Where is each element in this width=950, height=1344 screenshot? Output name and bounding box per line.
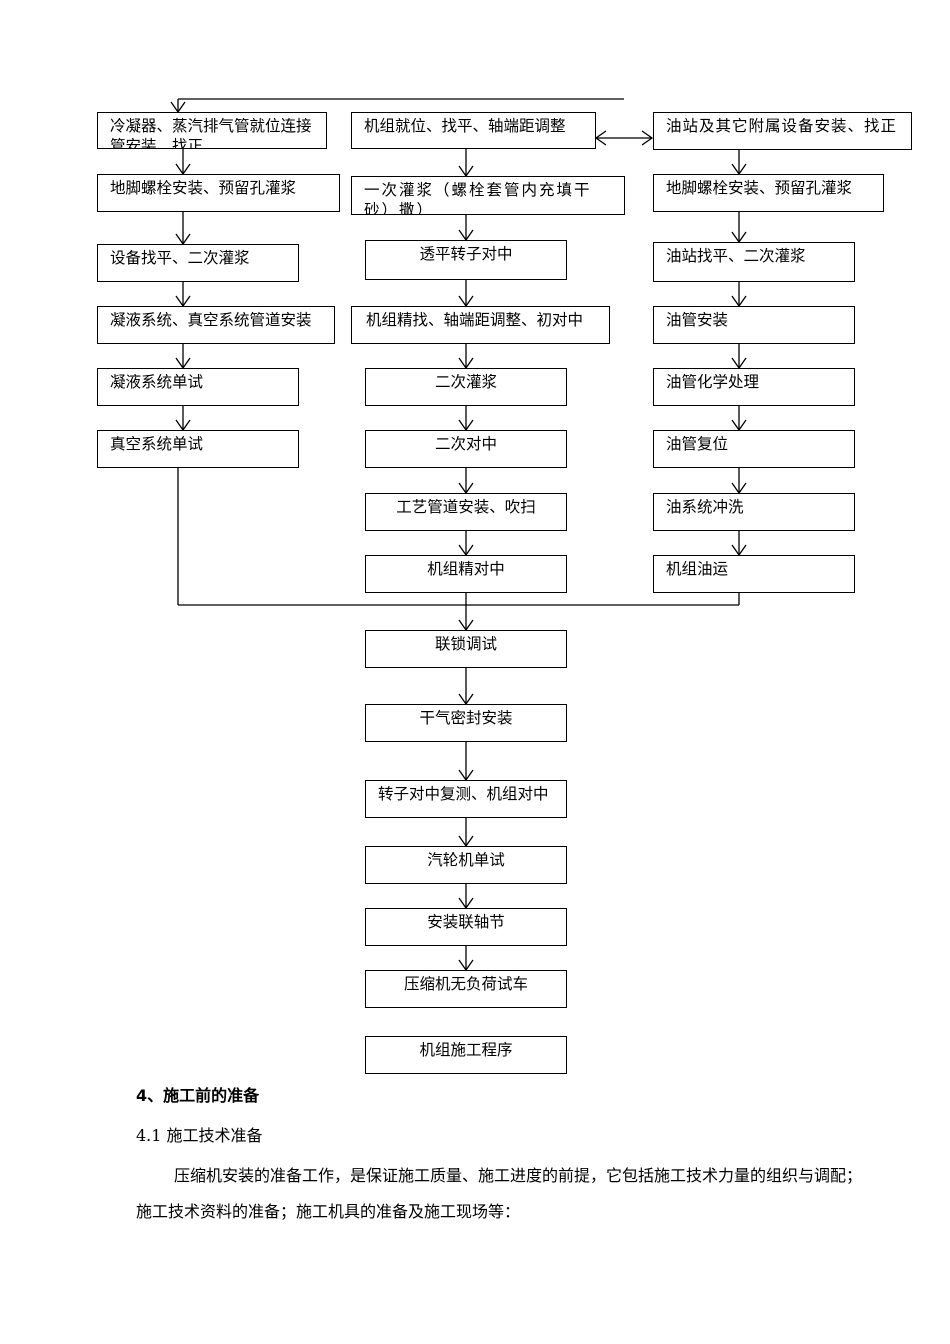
subsection-heading: 4.1 施工技术准备 xyxy=(136,1126,263,1145)
section-heading: 4、施工前的准备 xyxy=(136,1086,260,1105)
step-condensate-vacuum-piping: 凝液系统、真空系统管道安装 xyxy=(97,306,335,344)
step-turbine-rotor-alignment: 透平转子对中 xyxy=(365,240,567,280)
step-label: 冷凝器、蒸汽排气管就位连接管安装、找正 xyxy=(110,117,312,149)
step-condensate-test: 凝液系统单试 xyxy=(97,368,299,406)
step-label: 二次对中 xyxy=(434,435,497,453)
step-oil-station-installation: 油站及其它附属设备安装、找正 xyxy=(653,112,912,150)
step-label: 凝液系统、真空系统管道安装 xyxy=(110,311,312,329)
step-vacuum-test: 真空系统单试 xyxy=(97,430,299,468)
step-right-anchor-bolt: 地脚螺栓安装、预留孔灌浆 xyxy=(653,174,884,212)
step-label: 真空系统单试 xyxy=(110,435,204,453)
step-fine-adjustment: 机组精找、轴端距调整、初对中 xyxy=(351,306,610,344)
step-label: 地脚螺栓安装、预留孔灌浆 xyxy=(666,179,853,197)
step-label: 油管化学处理 xyxy=(666,373,760,391)
step-label: 设备找平、二次灌浆 xyxy=(110,249,250,267)
step-unit-positioning: 机组就位、找平、轴端距调整 xyxy=(351,112,596,149)
step-precision-alignment: 机组精对中 xyxy=(365,555,567,593)
step-no-load-test: 压缩机无负荷试车 xyxy=(365,970,567,1008)
step-label: 油站及其它附属设备安装、找正 xyxy=(666,117,898,135)
step-turbine-test: 汽轮机单试 xyxy=(365,846,567,884)
step-label: 干气密封安装 xyxy=(419,709,513,727)
step-process-piping: 工艺管道安装、吹扫 xyxy=(365,493,567,531)
step-oil-run: 机组油运 xyxy=(653,555,855,593)
step-second-grouting: 二次灌浆 xyxy=(365,368,567,406)
step-oil-station-leveling: 油站找平、二次灌浆 xyxy=(653,242,855,282)
step-label: 油站找平、二次灌浆 xyxy=(666,247,806,265)
step-label: 机组精对中 xyxy=(427,560,505,578)
step-oil-pipe-chemical: 油管化学处理 xyxy=(653,368,855,406)
step-interlock-debug: 联锁调试 xyxy=(365,630,567,668)
step-label: 机组油运 xyxy=(666,560,729,578)
construction-flowchart: 冷凝器、蒸汽排气管就位连接管安装、找正 地脚螺栓安装、预留孔灌浆 设备找平、二次… xyxy=(97,98,912,1074)
step-label: 油系统冲洗 xyxy=(666,498,744,516)
step-coupling-installation: 安装联轴节 xyxy=(365,908,567,946)
body-paragraph: 压缩机安装的准备工作，是保证施工质量、施工进度的前提，它包括施工技术力量的组织与… xyxy=(136,1166,863,1221)
step-label: 安装联轴节 xyxy=(427,913,505,931)
step-oil-flushing: 油系统冲洗 xyxy=(653,493,855,531)
step-oil-pipe-installation: 油管安装 xyxy=(653,306,855,344)
step-label: 机组就位、找平、轴端距调整 xyxy=(364,117,566,135)
step-equipment-leveling: 设备找平、二次灌浆 xyxy=(97,244,299,282)
step-label: 透平转子对中 xyxy=(419,245,513,263)
step-label: 二次灌浆 xyxy=(434,373,497,391)
flowchart-caption: 机组施工程序 xyxy=(365,1036,567,1074)
step-dry-gas-seal: 干气密封安装 xyxy=(365,704,567,742)
step-label: 机组精找、轴端距调整、初对中 xyxy=(366,311,584,329)
step-first-grouting: 一次灌浆（螺栓套管内充填干砂）撒） xyxy=(351,176,625,215)
step-left-anchor-bolt: 地脚螺栓安装、预留孔灌浆 xyxy=(97,174,340,212)
step-label: 一次灌浆（螺栓套管内充填干砂）撒） xyxy=(364,181,592,215)
step-label: 油管复位 xyxy=(666,435,729,453)
step-label: 油管安装 xyxy=(666,311,729,329)
step-second-alignment: 二次对中 xyxy=(365,430,567,468)
step-rotor-recheck: 转子对中复测、机组对中 xyxy=(365,780,567,818)
step-label: 联锁调试 xyxy=(434,635,497,653)
step-label: 压缩机无负荷试车 xyxy=(403,975,528,993)
caption-label: 机组施工程序 xyxy=(419,1041,513,1059)
step-label: 地脚螺栓安装、预留孔灌浆 xyxy=(110,179,297,197)
step-label: 转子对中复测、机组对中 xyxy=(378,785,549,803)
step-oil-pipe-reset: 油管复位 xyxy=(653,430,855,468)
step-label: 凝液系统单试 xyxy=(110,373,204,391)
step-label: 汽轮机单试 xyxy=(427,851,505,869)
step-label: 工艺管道安装、吹扫 xyxy=(396,498,536,516)
step-condenser-installation: 冷凝器、蒸汽排气管就位连接管安装、找正 xyxy=(97,112,327,149)
